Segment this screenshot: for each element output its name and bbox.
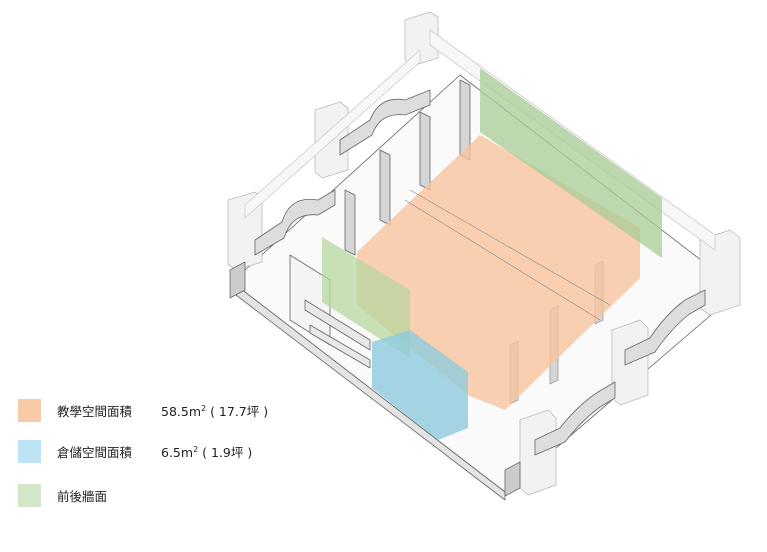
arched-wall [254, 189, 336, 256]
legend-item-teaching-area: 教學空間面積 58.5m2 ( 17.7坪 ) [18, 399, 268, 422]
storage-shelf [309, 324, 371, 369]
arched-wall [339, 89, 431, 156]
column [227, 191, 263, 271]
back-wall [480, 68, 662, 258]
legend-swatch-blue [18, 440, 41, 463]
partition-wall [379, 149, 391, 226]
legend-item-front-back-walls: 前後牆面 [18, 484, 161, 507]
center-beam-line [409, 189, 611, 306]
beam [244, 49, 421, 219]
partition-wall [419, 111, 431, 191]
column [404, 11, 439, 67]
wall-stub [229, 261, 246, 299]
legend-label: 前後牆面 [57, 489, 108, 504]
legend-swatch-green [18, 484, 41, 507]
arched-wall [624, 289, 706, 366]
front-wall [322, 237, 410, 358]
legend-item-storage-area: 倉儲空間面積 6.5m2 ( 1.9坪 ) [18, 440, 252, 463]
legend-label: 教學空間面積 [57, 404, 133, 419]
wall-stub [504, 461, 521, 497]
storage-shelf [304, 299, 371, 351]
legend-value: 58.5m2 ( 17.7坪 ) [161, 403, 269, 419]
teaching-area [357, 135, 640, 410]
arched-wall [534, 381, 616, 456]
legend-value: 6.5m2 ( 1.9坪 ) [161, 444, 253, 460]
storage-area [372, 330, 468, 440]
legend-swatch-orange [18, 399, 41, 422]
center-beam-line [404, 199, 601, 321]
legend-label: 倉儲空間面積 [57, 445, 133, 460]
partition-wall [344, 189, 356, 256]
